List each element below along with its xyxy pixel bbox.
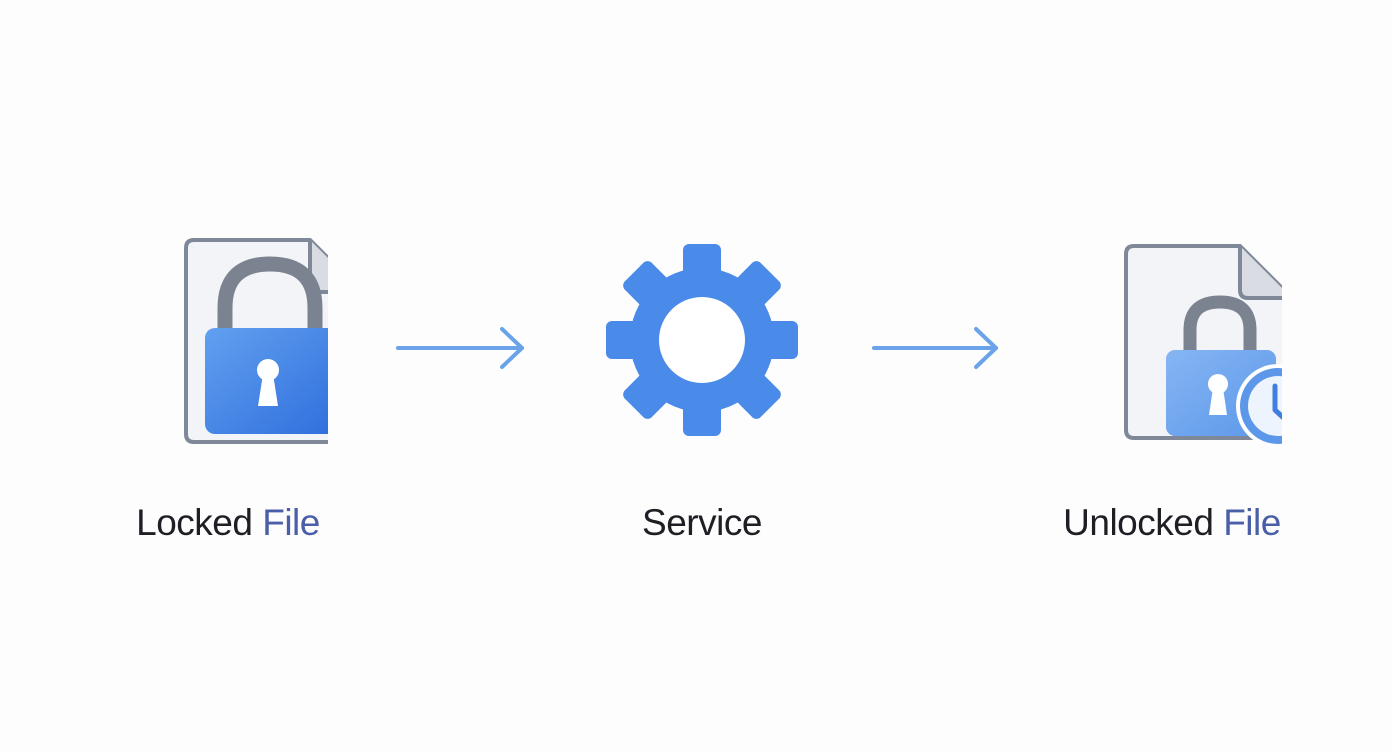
arrow-right-icon (872, 327, 998, 369)
node-service: Service (552, 230, 852, 544)
label-main: Service (642, 502, 762, 543)
unlocked-file-clock-icon (1124, 244, 1282, 448)
label-accent: File (262, 502, 320, 543)
label-main: Unlocked (1063, 502, 1214, 543)
locked-file-icon (184, 238, 328, 444)
arrow-right-icon (396, 327, 524, 369)
label-service: Service (552, 502, 852, 544)
label-main: Locked (136, 502, 253, 543)
label-unlocked-file: Unlocked File (1022, 502, 1322, 544)
node-locked-file: Locked File (78, 230, 378, 544)
node-unlocked-file: Unlocked File (1022, 230, 1322, 544)
gear-icon (606, 244, 798, 436)
label-accent: File (1223, 502, 1281, 543)
label-locked-file: Locked File (78, 502, 378, 544)
